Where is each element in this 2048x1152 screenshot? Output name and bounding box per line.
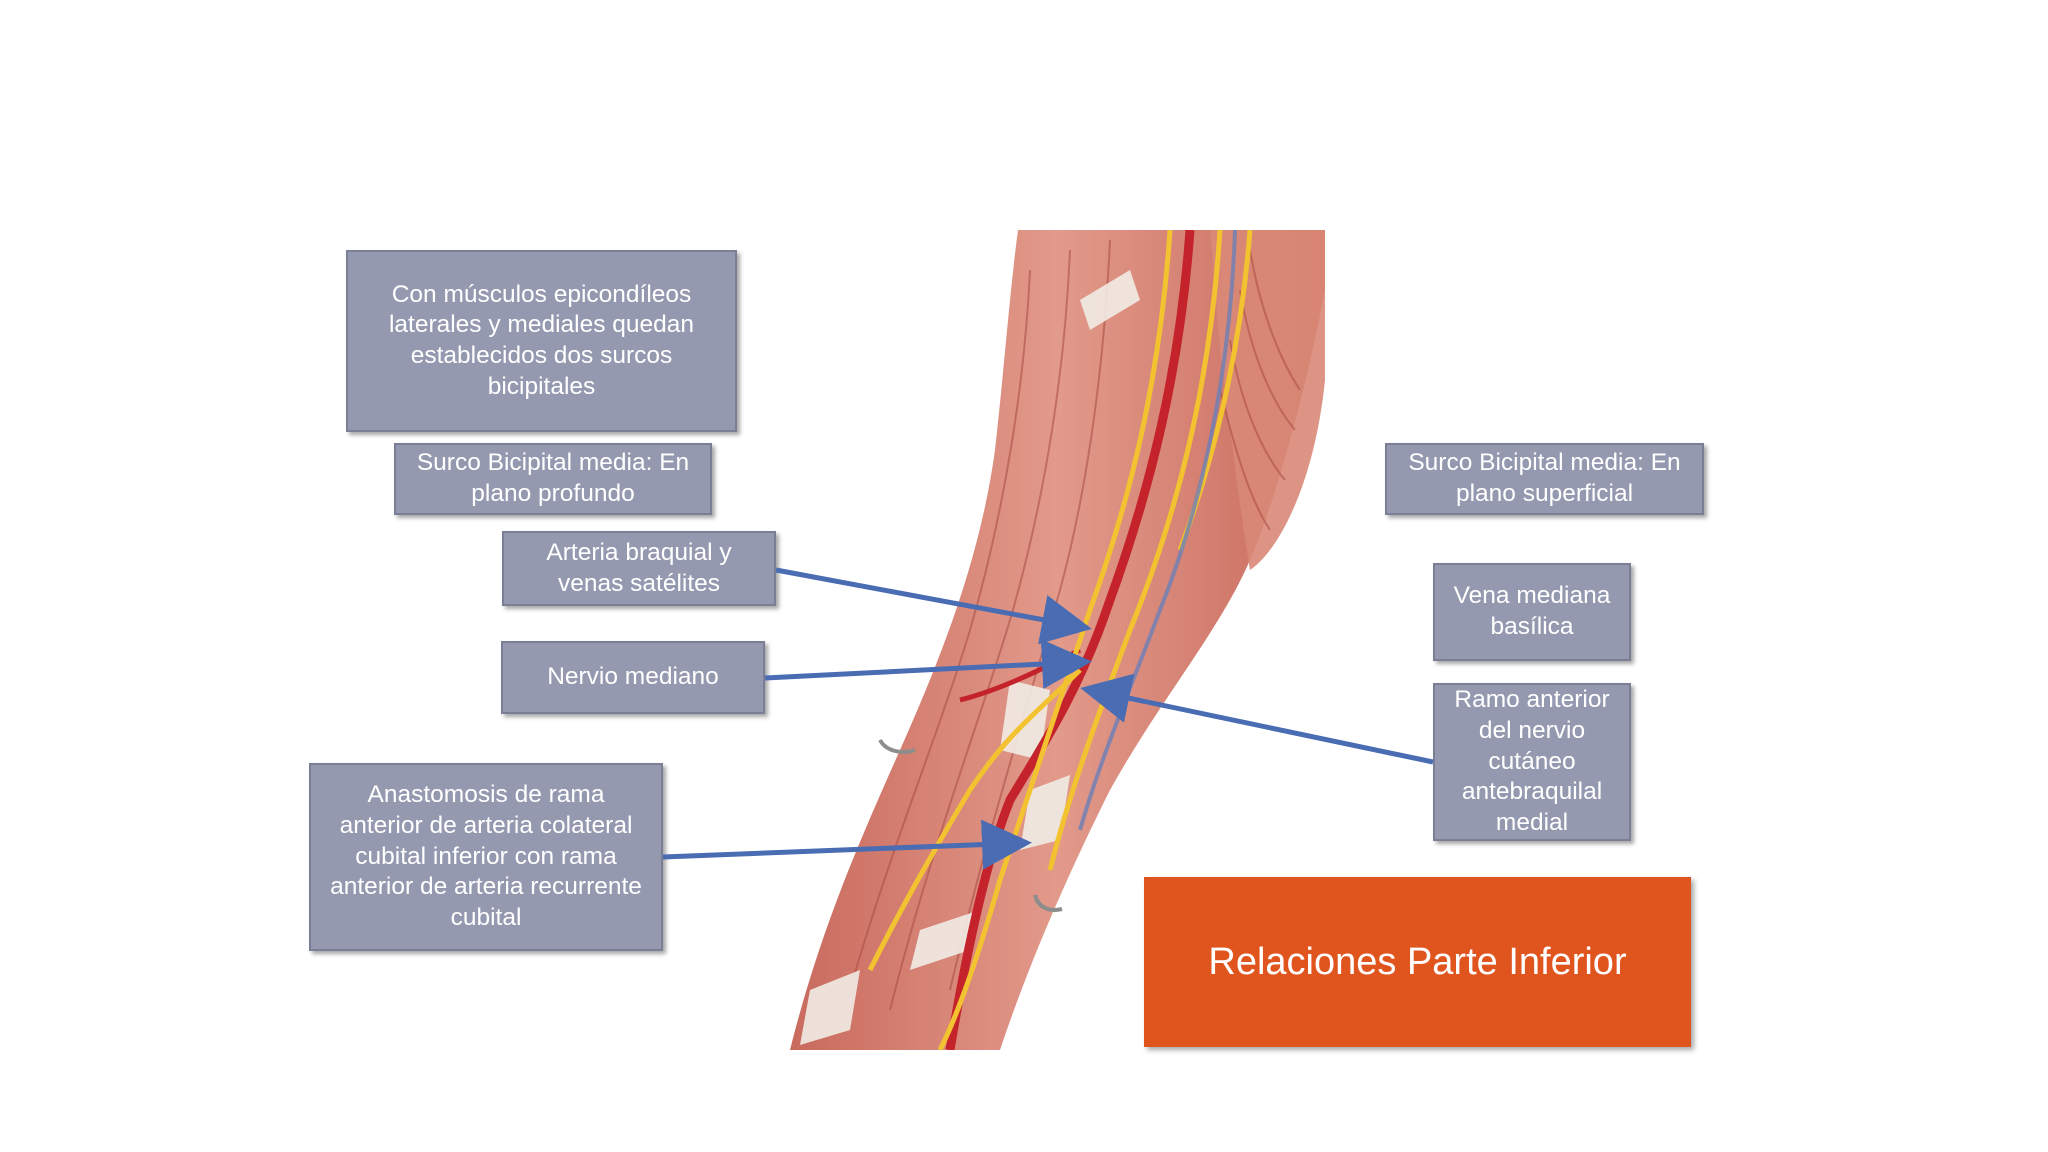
title-box: Relaciones Parte Inferior [1144, 877, 1691, 1047]
label-nervio: Nervio mediano [501, 641, 765, 714]
label-anastomosis: Anastomosis de rama anterior de arteria … [309, 763, 663, 951]
label-arteria-text: Arteria braquial y venas satélites [546, 538, 732, 597]
label-intro: Con músculos epicondíleos laterales y me… [346, 250, 737, 432]
tendons [800, 270, 1140, 1045]
label-ramo-text: Ramo anterior del nervio cutáneo antebra… [1454, 686, 1610, 836]
label-intro-text: Con músculos epicondíleos laterales y me… [388, 280, 695, 400]
retractor-hook-1 [878, 738, 916, 754]
label-ramo: Ramo anterior del nervio cutáneo antebra… [1433, 683, 1631, 841]
label-nervio-text: Nervio mediano [547, 663, 719, 691]
slide-title: Relaciones Parte Inferior [1208, 940, 1627, 983]
retractor-hook-2 [1033, 894, 1063, 912]
label-vena: Vena mediana basílica [1433, 563, 1631, 661]
label-surco-superficial: Surco Bicipital media: En plano superfic… [1385, 443, 1704, 515]
brachial-artery [945, 230, 1195, 1050]
label-vena-text: Vena mediana basílica [1453, 582, 1611, 640]
label-surco-superficial-text: Surco Bicipital media: En plano superfic… [1408, 449, 1681, 507]
label-surco-profundo-text: Surco Bicipital media: En plano profundo [416, 449, 690, 507]
label-surco-profundo: Surco Bicipital media: En plano profundo [394, 443, 712, 515]
label-anastomosis-text: Anastomosis de rama anterior de arteria … [330, 781, 642, 931]
label-arteria: Arteria braquial y venas satélites [502, 531, 776, 606]
